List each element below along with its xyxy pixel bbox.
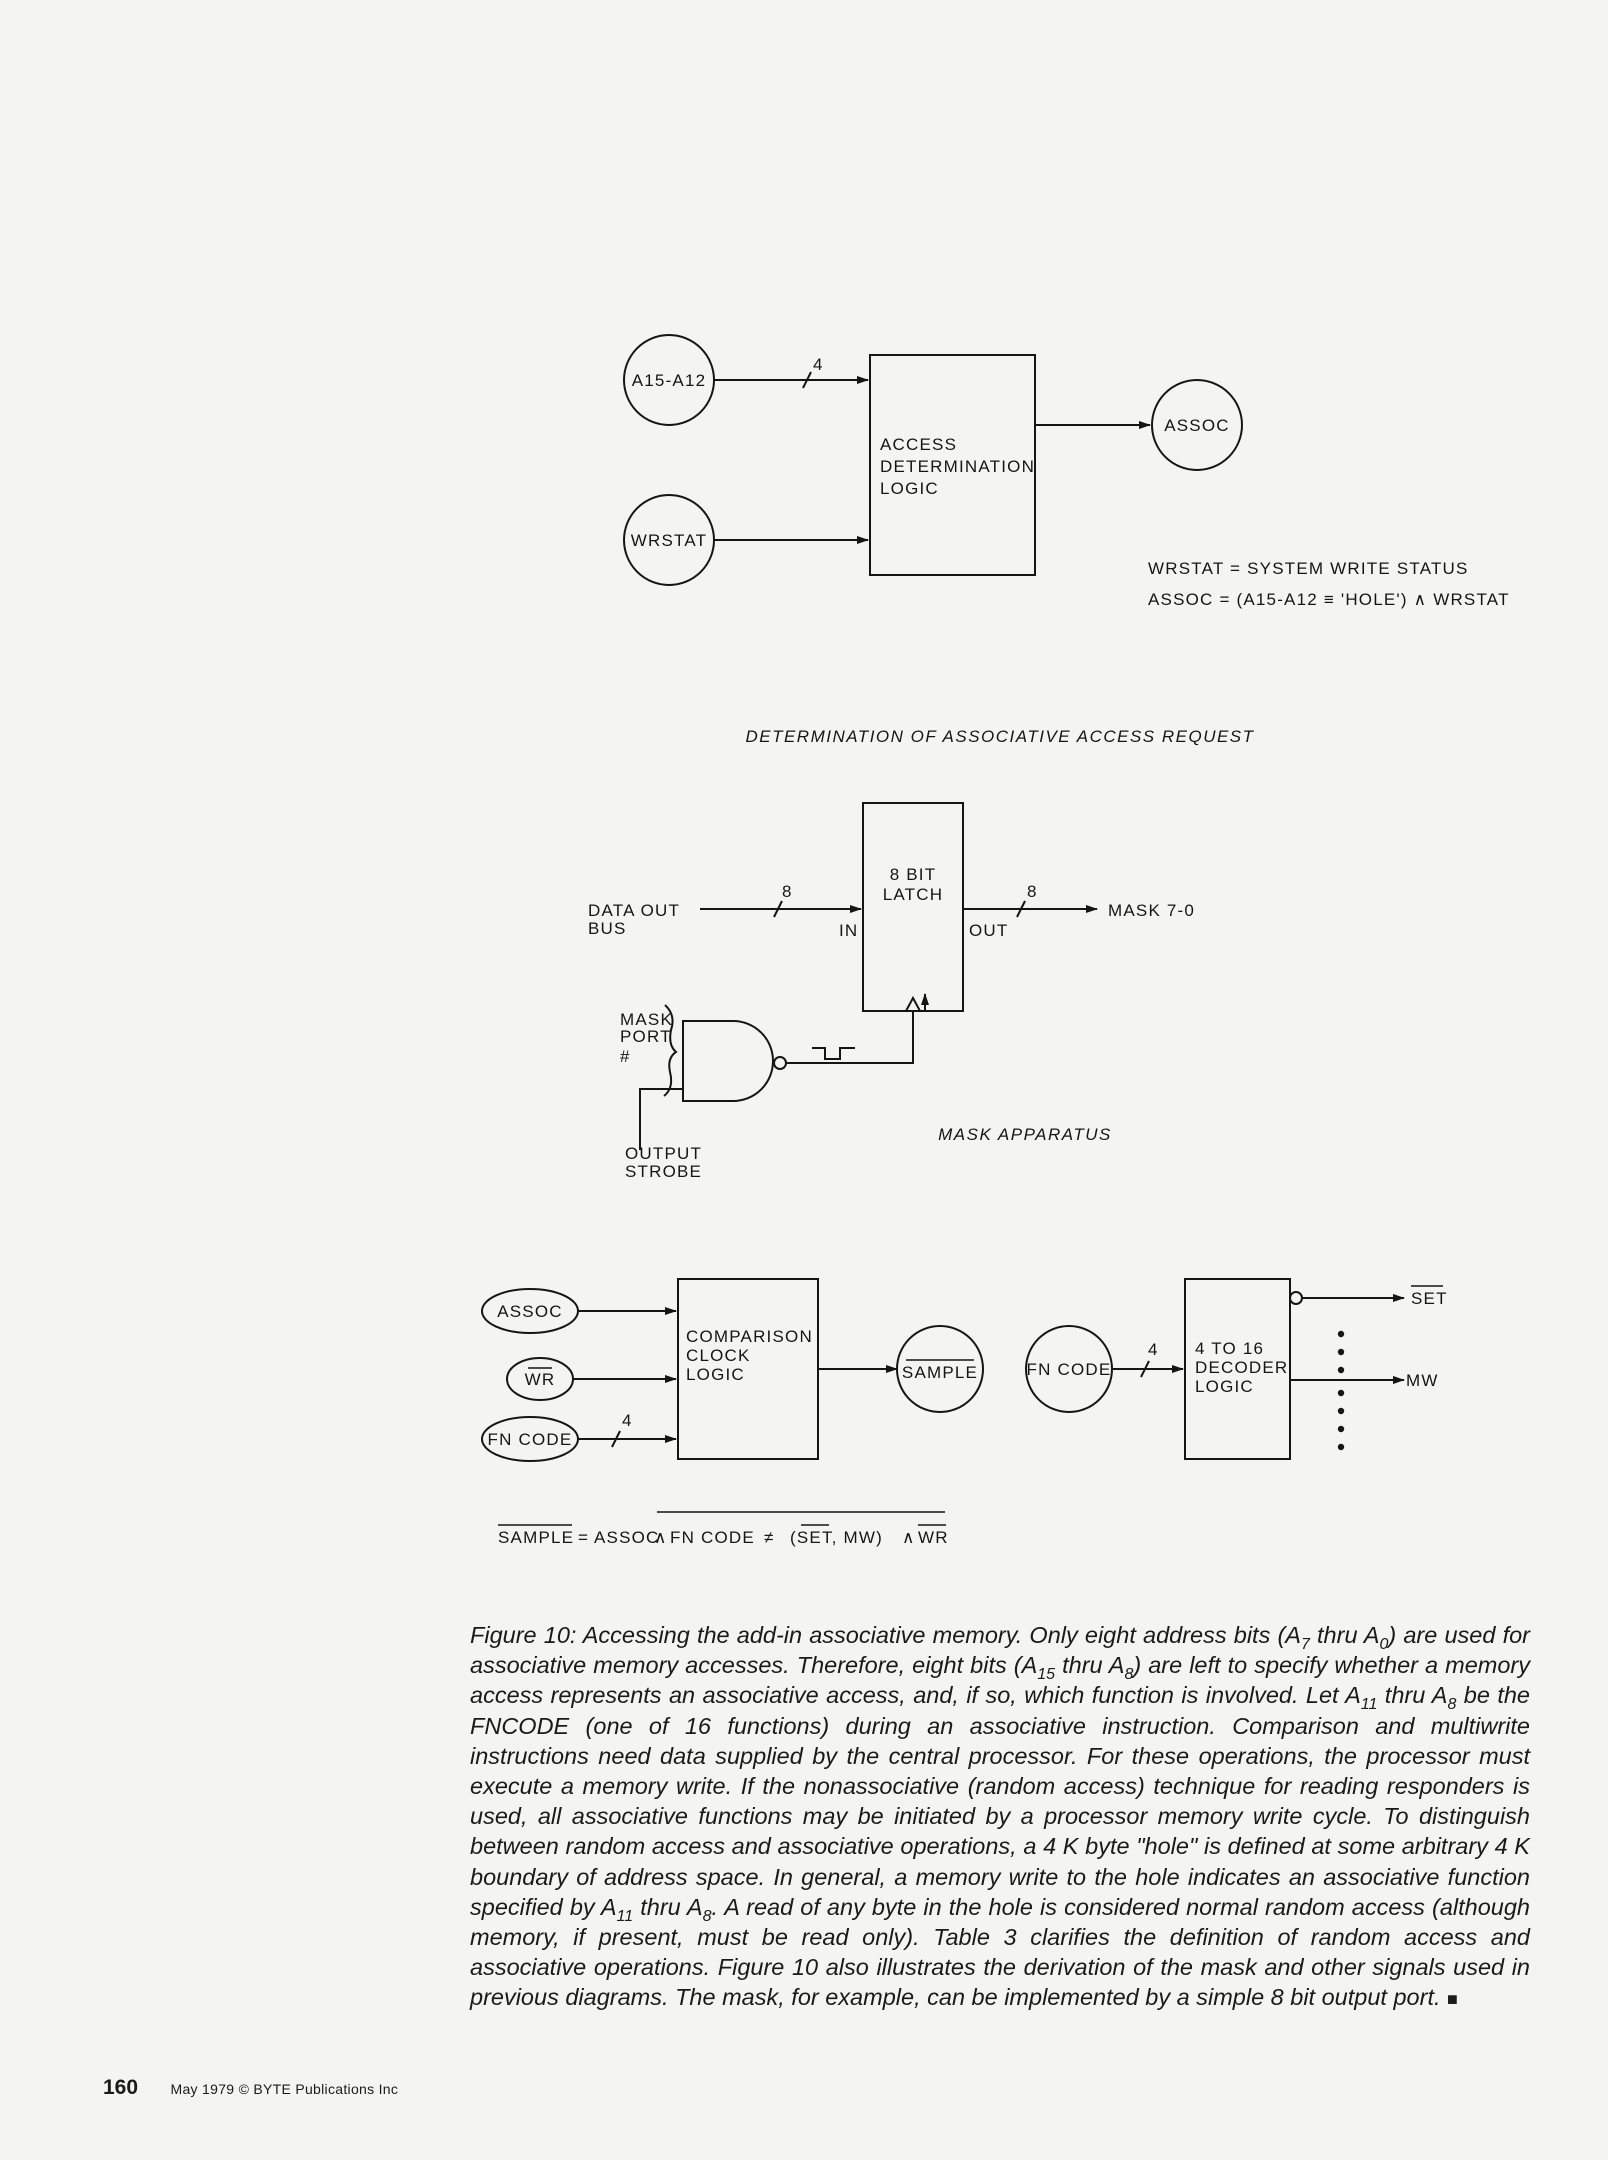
wr-input-label: WR [525, 1370, 556, 1389]
mask-apparatus-diagram [639, 802, 1098, 1150]
copyright-line: May 1979 © BYTE Publications Inc [170, 2081, 399, 2097]
caption-subscript: 11 [616, 1907, 634, 1925]
output-strobe-line-2: STROBE [625, 1162, 702, 1181]
fn-code2-width-slash [1140, 1360, 1150, 1378]
caption-text: thru A [1309, 1622, 1380, 1648]
caption-text: . A read of any byte in the hole is cons… [470, 1893, 1530, 2011]
set-inverter-bubble [1289, 1291, 1303, 1305]
access-determination-logic-box [869, 354, 1036, 576]
sample-output-node [896, 1325, 984, 1413]
fn-code2-width-label: 4 [1148, 1340, 1159, 1359]
latch-line-2: LATCH [883, 885, 943, 904]
fn-code-width-label: 4 [622, 1411, 633, 1430]
bus-width-slash [802, 371, 812, 389]
caption-text: thru A [1377, 1682, 1448, 1709]
decoder-box-line-3: LOGIC [1195, 1377, 1254, 1396]
sample-decoder-diagram [481, 1278, 1405, 1462]
caption-subscript: 8 [702, 1907, 712, 1925]
caption-text: ) are used for associative memory access… [470, 1622, 1530, 1679]
eq-fn-code: FN CODE [670, 1528, 755, 1547]
width-in-label: 8 [782, 882, 793, 901]
latch-line-1: 8 BIT [890, 865, 937, 884]
fn-code-width-slash [611, 1430, 621, 1448]
page-footer: 160 May 1979 © BYTE Publications Inc [103, 2076, 398, 2100]
eq-equals: = [578, 1528, 589, 1547]
mask-output-label: MASK 7-0 [1108, 901, 1195, 920]
logic-box-line-1: ACCESS [880, 435, 957, 454]
logic-box-line-3: LOGIC [880, 479, 939, 498]
caption-text: be the FNCODE (one of 16 functions) duri… [470, 1682, 1530, 1920]
nand-inverter-bubble [773, 1056, 787, 1070]
eq-and-1: ∧ [654, 1528, 668, 1547]
figure-10-diagrams: A15-A12 4 WRSTAT ACCESS DETERMINATION LO… [481, 334, 1510, 1547]
eq-not-equal: ≠ [764, 1528, 775, 1547]
end-mark: ■ [1447, 1989, 1458, 2010]
wrstat-definition: WRSTAT = SYSTEM WRITE STATUS [1148, 559, 1469, 578]
gate-to-clock-wire [786, 1011, 914, 1064]
eq-args: (SET, MW) [790, 1528, 883, 1547]
mw-output-label: MW [1406, 1371, 1439, 1390]
assoc-label: ASSOC [1164, 416, 1230, 435]
fn-code-input-label: FN CODE [488, 1430, 573, 1449]
assoc-definition: ASSOC = (A15-A12 ≡ 'HOLE') ∧ WRSTAT [1148, 590, 1510, 609]
eq-wr: WR [918, 1528, 949, 1547]
assoc-input-label: ASSOC [497, 1302, 563, 1321]
mask-apparatus-title: MASK APPARATUS [938, 1125, 1112, 1144]
caption-text: thru A [633, 1893, 703, 1920]
caption-subscript: 8 [1447, 1696, 1457, 1714]
comparison-box-line-3: LOGIC [686, 1365, 745, 1384]
width-out-label: 8 [1027, 882, 1038, 901]
caption-subscript: 11 [1360, 1696, 1378, 1714]
decoder-logic-box [1184, 1278, 1291, 1460]
eight-bit-latch-box [862, 802, 964, 1012]
caption-subscript: 0 [1379, 1636, 1389, 1653]
logic-box-line-2: DETERMINATION [880, 457, 1035, 476]
wrstat-label: WRSTAT [631, 531, 707, 550]
assoc-output-node [1151, 379, 1243, 471]
caption-subscript: 15 [1037, 1666, 1056, 1684]
bus-label: BUS [588, 919, 627, 938]
caption-subscript: 7 [1300, 1636, 1310, 1653]
eq-assoc: ASSOC [594, 1528, 660, 1547]
latch-clock-triangle [905, 995, 921, 1012]
figure-caption: Figure 10: Accessing the add-in associat… [470, 1620, 1530, 2015]
eq-and-2: ∧ [902, 1528, 916, 1547]
eq-sample: SAMPLE [498, 1528, 574, 1547]
page-number: 160 [103, 2076, 139, 2099]
sample-equation: SAMPLE = ASSOC ∧ FN CODE ≠ (SET, MW) ∧ W… [498, 1511, 949, 1547]
caption-text: Figure 10: Accessing the add-in associat… [470, 1622, 1301, 1648]
pulse-symbol [812, 1047, 855, 1060]
output-strobe-line-1: OUTPUT [625, 1144, 702, 1163]
a15-a12-width-label: 4 [813, 355, 824, 374]
nand-gate [682, 1020, 774, 1102]
latch-in-label: IN [839, 921, 858, 940]
top-diagram-title: DETERMINATION OF ASSOCIATIVE ACCESS REQU… [745, 727, 1254, 746]
bus-width-slash-out [1016, 900, 1026, 918]
mask-port-brace [663, 1004, 678, 1097]
bus-width-slash-in [773, 900, 783, 918]
decoder-box-line-2: DECODER [1195, 1358, 1288, 1377]
mask-port-line-2: PORT [620, 1027, 672, 1046]
mask-port-line-3: # [620, 1047, 631, 1066]
comparison-box-line-1: COMPARISON [686, 1327, 813, 1346]
comparison-box-line-2: CLOCK [686, 1346, 751, 1365]
a15-a12-label: A15-A12 [632, 371, 707, 390]
caption-subscript: 8 [1124, 1666, 1134, 1684]
sample-label: SAMPLE [902, 1363, 978, 1382]
fn-code-decoder-label: FN CODE [1027, 1360, 1112, 1379]
decoder-output-dots [1337, 1330, 1345, 1451]
caption-text: ) are left to specify whether a memory a… [470, 1652, 1531, 1709]
access-determination-diagram [623, 334, 1243, 586]
caption-text: thru A [1055, 1652, 1125, 1679]
output-strobe-wire [639, 1088, 683, 1150]
data-out-label: DATA OUT [588, 901, 680, 920]
mask-port-line-1: MASK [620, 1010, 673, 1029]
decoder-box-line-1: 4 TO 16 [1195, 1339, 1264, 1358]
latch-out-label: OUT [969, 921, 1008, 940]
set-output-label: SET [1411, 1289, 1448, 1308]
